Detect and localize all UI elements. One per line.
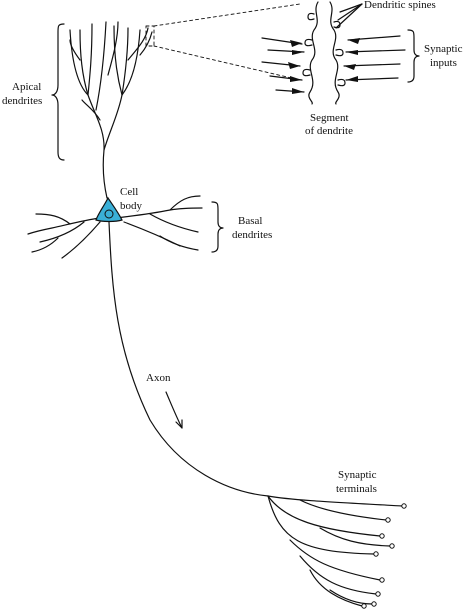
axon-direction-arrow [165,391,183,429]
label-dendritic-spines: Dendritic spines [364,0,436,11]
terminal-boutons [361,503,407,609]
label-basal-dendrites-line2: dendrites [232,229,272,241]
synaptic-boutons [288,38,360,94]
spine-arrows [335,3,363,29]
label-synaptic-inputs-line1: Synaptic [424,43,463,55]
label-basal-dendrites-line1: Basal [238,215,262,227]
cell-body [95,196,123,223]
apical-bracket [51,23,65,161]
label-segment-line2: of dendrite [305,125,353,137]
label-axon: Axon [146,372,171,384]
synaptic-inputs-bracket [407,29,420,83]
label-apical-dendrites-line1: Apical [12,81,41,93]
label-cell-body-line1: Cell [120,186,138,198]
synaptic-input-axons [261,35,406,93]
axon-terminals [267,495,403,607]
label-synaptic-inputs-line2: inputs [430,57,457,69]
label-segment-line1: Segment [310,112,349,124]
label-synaptic-terminals-line1: Synaptic [338,469,377,481]
apical-dendrite-tree [69,21,153,199]
label-cell-body-line2: body [120,200,143,212]
basal-bracket [211,201,224,253]
axon [108,221,269,497]
label-synaptic-terminals-line2: terminals [336,483,377,495]
label-apical-dendrites-line2: dendrites [2,95,42,107]
dendrite-segment [302,1,346,105]
zoom-indicator [145,3,301,81]
basal-dendrites [27,195,203,259]
